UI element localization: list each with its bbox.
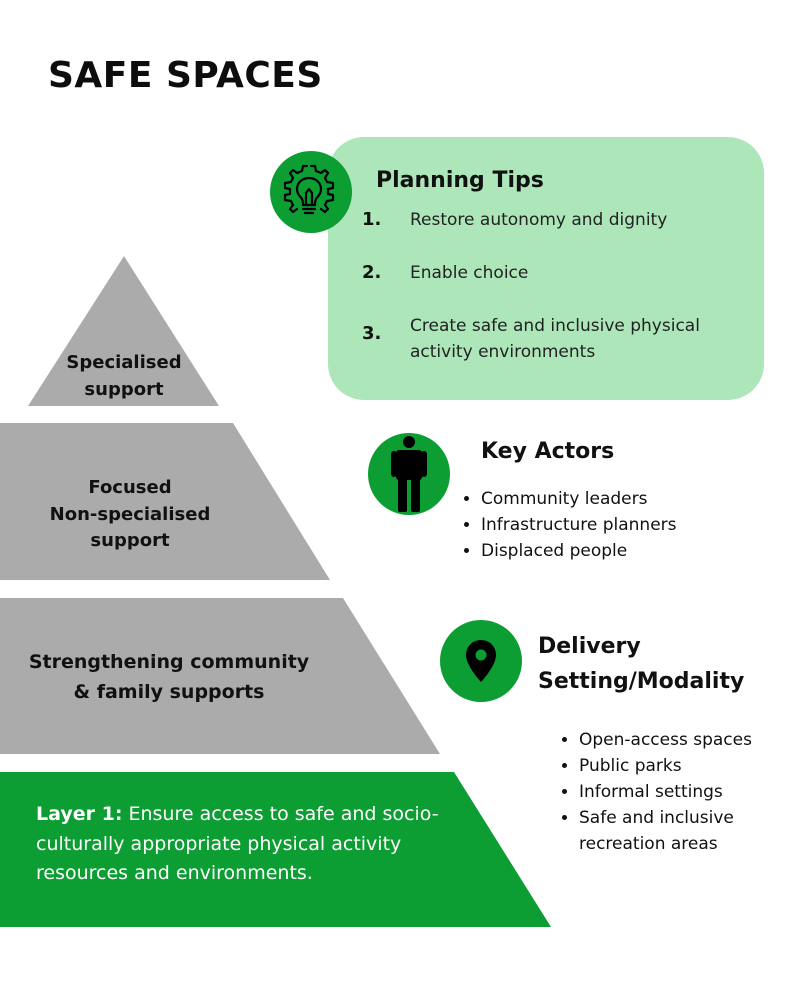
list-item: Open-access spaces bbox=[579, 727, 789, 753]
planning-tips-heading: Planning Tips bbox=[376, 168, 544, 193]
lightbulb-gear-icon bbox=[270, 151, 352, 233]
pyramid-layer-4 bbox=[28, 256, 219, 406]
list-item: Infrastructure planners bbox=[481, 512, 677, 538]
tip-number-1: 1. bbox=[362, 209, 382, 230]
layer-1-prefix: Layer 1: bbox=[36, 803, 123, 825]
list-item: Community leaders bbox=[481, 486, 677, 512]
tip-number-3: 3. bbox=[362, 323, 382, 344]
tip-text-1: Restore autonomy and dignity bbox=[410, 210, 668, 230]
tip-text-2: Enable choice bbox=[410, 263, 529, 283]
layer-3-line-1: Focused bbox=[88, 477, 172, 498]
delivery-heading: Delivery Setting/Modality bbox=[538, 629, 744, 699]
layer-4-line-1: Specialised bbox=[66, 352, 182, 373]
delivery-heading-line-2: Setting/Modality bbox=[538, 669, 745, 694]
layer-2-line-1: Strengthening community bbox=[28, 651, 310, 673]
layer-4-label: Specialised support bbox=[44, 349, 204, 403]
tip-number-2: 2. bbox=[362, 262, 382, 283]
layer-1-label: Layer 1: Ensure access to safe and socio… bbox=[36, 800, 456, 889]
layer-2-line-2: & family supports bbox=[73, 680, 265, 703]
layer-2-label: Strengthening community & family support… bbox=[14, 648, 324, 707]
planning-tips-panel bbox=[328, 137, 764, 400]
tip-text-3: Create safe and inclusive physical activ… bbox=[410, 316, 700, 362]
key-actors-heading: Key Actors bbox=[481, 439, 615, 464]
layer-3-label: Focused Non-specialised support bbox=[20, 475, 240, 555]
layer-3-line-3: support bbox=[90, 530, 170, 551]
list-item: Informal settings bbox=[579, 779, 789, 805]
layer-4-line-2: support bbox=[84, 379, 164, 400]
list-item: Safe and inclusive recreation areas bbox=[579, 805, 789, 857]
pyramid-layer-2 bbox=[0, 598, 440, 754]
page-title: SAFE SPACES bbox=[48, 55, 323, 96]
list-item: Public parks bbox=[579, 753, 789, 779]
layer-3-line-2: Non-specialised bbox=[49, 503, 211, 525]
layer-1-text: Ensure access to safe and socio-cultural… bbox=[36, 803, 439, 884]
person-icon bbox=[368, 433, 450, 515]
pyramid-layer-3 bbox=[0, 423, 330, 580]
list-item: Displaced people bbox=[481, 538, 677, 564]
delivery-heading-line-1: Delivery bbox=[538, 634, 641, 659]
pyramid-layer-1 bbox=[0, 772, 551, 927]
location-pin-icon bbox=[440, 620, 522, 702]
delivery-list: Open-access spaces Public parks Informal… bbox=[559, 727, 789, 857]
key-actors-list: Community leaders Infrastructure planner… bbox=[461, 486, 677, 564]
